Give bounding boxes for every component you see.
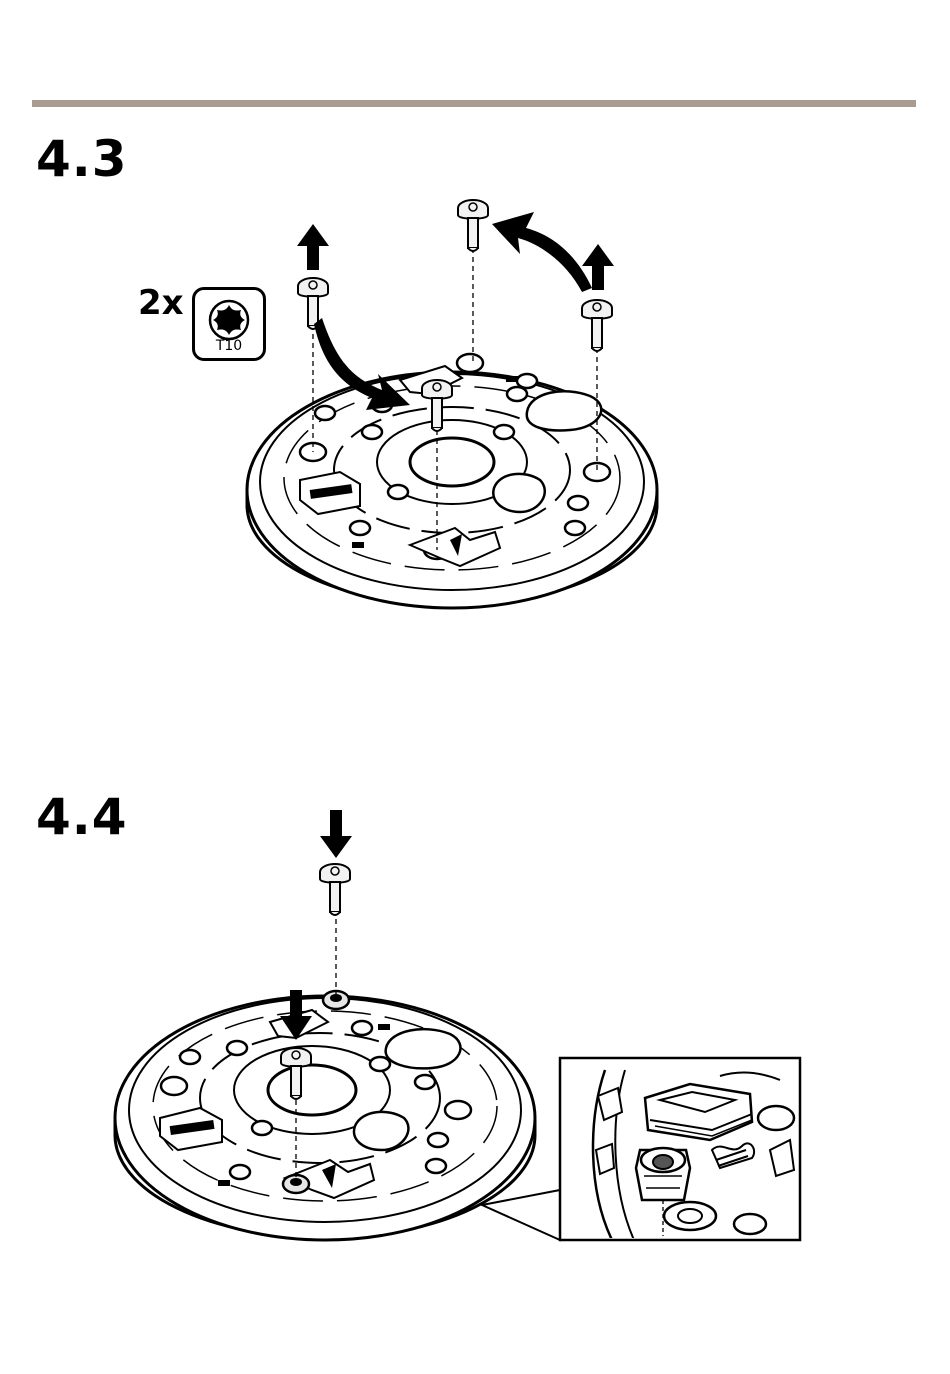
- detail-inset: [560, 1058, 800, 1240]
- step-4-3-diagram: [247, 200, 657, 608]
- screw-left: [298, 278, 328, 329]
- screw-insert-top: [320, 864, 350, 915]
- arrow-down-top: [320, 810, 352, 858]
- step-4-4-diagram: [115, 810, 800, 1240]
- curved-arrow-return: [492, 212, 592, 292]
- screw-right: [582, 300, 612, 351]
- screw-top: [458, 200, 488, 251]
- arrow-up-left: [297, 224, 329, 270]
- mounting-plate-4-4: [115, 991, 535, 1240]
